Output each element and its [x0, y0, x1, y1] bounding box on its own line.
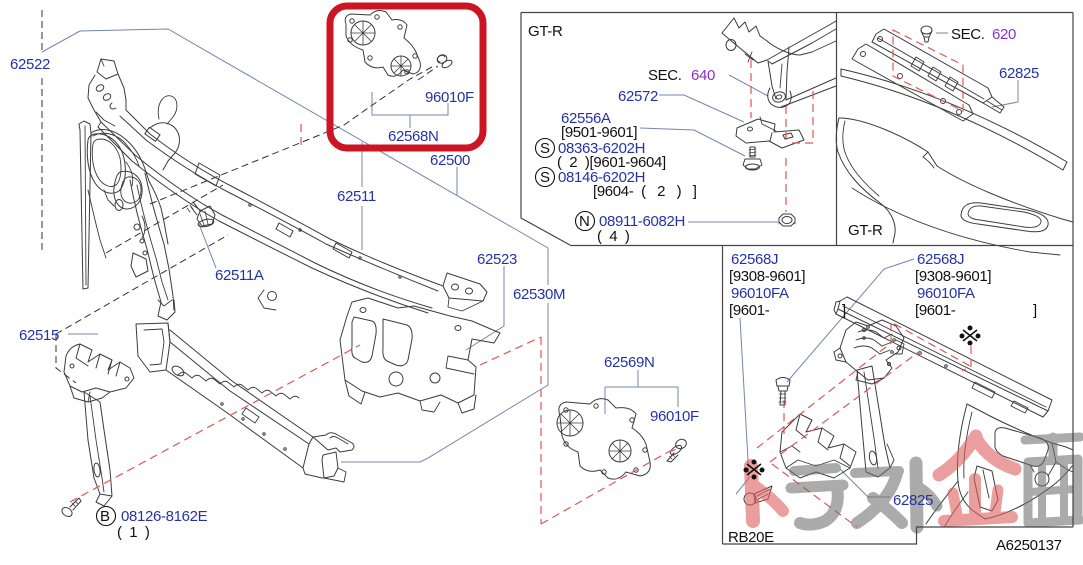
- svg-text:( 4 ): ( 4 ): [597, 228, 630, 245]
- svg-text:A6250137: A6250137: [996, 537, 1062, 554]
- svg-text:62515: 62515: [19, 327, 59, 344]
- svg-text:62825: 62825: [893, 492, 933, 509]
- svg-text:62556A: 62556A: [561, 110, 611, 127]
- svg-text:B: B: [100, 508, 110, 525]
- svg-text:SEC.: SEC.: [951, 26, 985, 43]
- svg-text:62568J: 62568J: [917, 251, 964, 268]
- svg-text:62511A: 62511A: [215, 267, 264, 284]
- svg-text:96010F: 96010F: [650, 408, 699, 425]
- svg-text:[9601-: [9601-: [915, 302, 956, 319]
- svg-text:08126-8162E: 08126-8162E: [121, 508, 208, 525]
- svg-text:( 2 )[9601-9604]: ( 2 )[9601-9604]: [557, 154, 666, 171]
- svg-text:62568N: 62568N: [388, 128, 438, 145]
- svg-text:RB20E: RB20E: [728, 529, 774, 546]
- svg-text:62523: 62523: [477, 251, 517, 268]
- svg-text:62569N: 62569N: [604, 354, 654, 371]
- svg-text:GT-R: GT-R: [848, 222, 883, 239]
- svg-text:62530M: 62530M: [513, 286, 565, 303]
- svg-text:640: 640: [691, 67, 715, 84]
- svg-text:]: ]: [842, 302, 846, 319]
- svg-text:08911-6082H: 08911-6082H: [599, 213, 685, 230]
- svg-text:62572: 62572: [618, 88, 658, 105]
- svg-text:SEC.: SEC.: [648, 67, 682, 84]
- svg-text:62500: 62500: [430, 152, 470, 169]
- svg-text:62511: 62511: [337, 188, 376, 205]
- svg-text:96010F: 96010F: [425, 89, 474, 106]
- svg-text:S: S: [540, 140, 550, 157]
- svg-text:62825: 62825: [999, 65, 1039, 82]
- svg-text:[9308-9601]: [9308-9601]: [729, 268, 805, 285]
- svg-text:[9601-: [9601-: [729, 302, 770, 319]
- svg-text:08146-6202H: 08146-6202H: [558, 169, 645, 186]
- svg-text:[9308-9601]: [9308-9601]: [915, 268, 991, 285]
- svg-text:62522: 62522: [10, 56, 50, 73]
- svg-text:62568J: 62568J: [731, 251, 778, 268]
- svg-text:]: ]: [1033, 302, 1037, 319]
- svg-text:N: N: [579, 213, 589, 230]
- svg-text:GT-R: GT-R: [528, 23, 563, 40]
- svg-text:96010FA: 96010FA: [731, 285, 789, 302]
- svg-text:96010FA: 96010FA: [917, 285, 975, 302]
- svg-text:S: S: [540, 169, 550, 186]
- svg-text:08363-6202H: 08363-6202H: [558, 140, 645, 157]
- svg-text:[9501-9601]: [9501-9601]: [561, 124, 637, 141]
- svg-text:[9604- ( 2 ) ]: [9604- ( 2 ) ]: [593, 183, 697, 200]
- svg-text:620: 620: [992, 26, 1016, 43]
- svg-text:( 1 ): ( 1 ): [117, 524, 150, 541]
